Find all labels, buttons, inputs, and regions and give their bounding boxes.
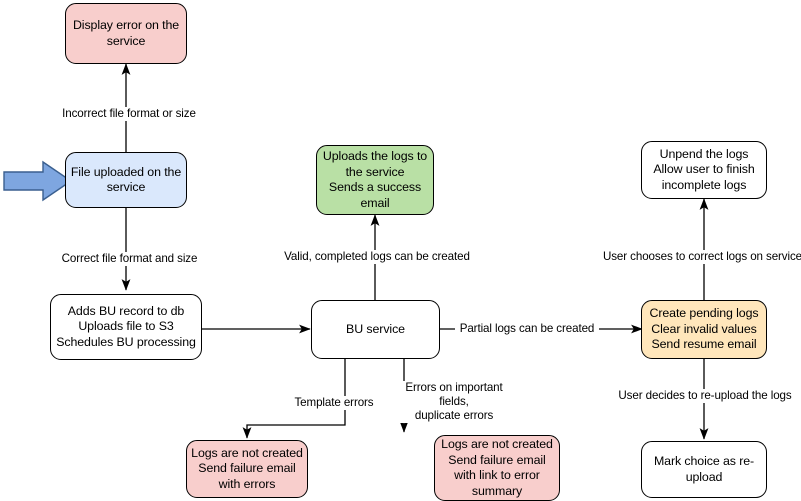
- node-bu-service[interactable]: BU service: [311, 300, 440, 359]
- node-file-uploaded[interactable]: File uploaded on the service: [65, 152, 187, 208]
- entry-block-arrow-icon: [3, 160, 73, 202]
- edge-label-incorrect-format: Incorrect file format or size: [52, 107, 206, 121]
- edge-label-valid-completed: Valid, completed logs can be created: [280, 250, 474, 264]
- node-logs-not-created-template[interactable]: Logs are not created Send failure email …: [186, 440, 308, 498]
- edge-label-user-reupload: User decides to re-upload the logs: [613, 389, 797, 403]
- node-create-pending-logs[interactable]: Create pending logs Clear invalid values…: [641, 300, 767, 359]
- edge-label-user-corrects: User chooses to correct logs on service: [598, 250, 801, 264]
- edge-label-correct-format: Correct file format and size: [55, 252, 204, 266]
- edge-label-partial-logs: Partial logs can be created: [455, 322, 599, 336]
- edge-label-template-errors: Template errors: [287, 396, 381, 410]
- node-unpend-logs[interactable]: Unpend the logs Allow user to finish inc…: [641, 141, 767, 199]
- node-logs-not-created-summary[interactable]: Logs are not created Send failure email …: [434, 435, 560, 501]
- node-display-error[interactable]: Display error on the service: [65, 3, 187, 64]
- node-mark-choice-reupload[interactable]: Mark choice as re- upload: [641, 441, 767, 498]
- edge-label-errors-important: Errors on important fields, duplicate er…: [390, 381, 518, 423]
- node-uploads-logs[interactable]: Uploads the logs to the service Sends a …: [316, 145, 434, 215]
- node-adds-bu-record[interactable]: Adds BU record to db Uploads file to S3 …: [50, 294, 202, 360]
